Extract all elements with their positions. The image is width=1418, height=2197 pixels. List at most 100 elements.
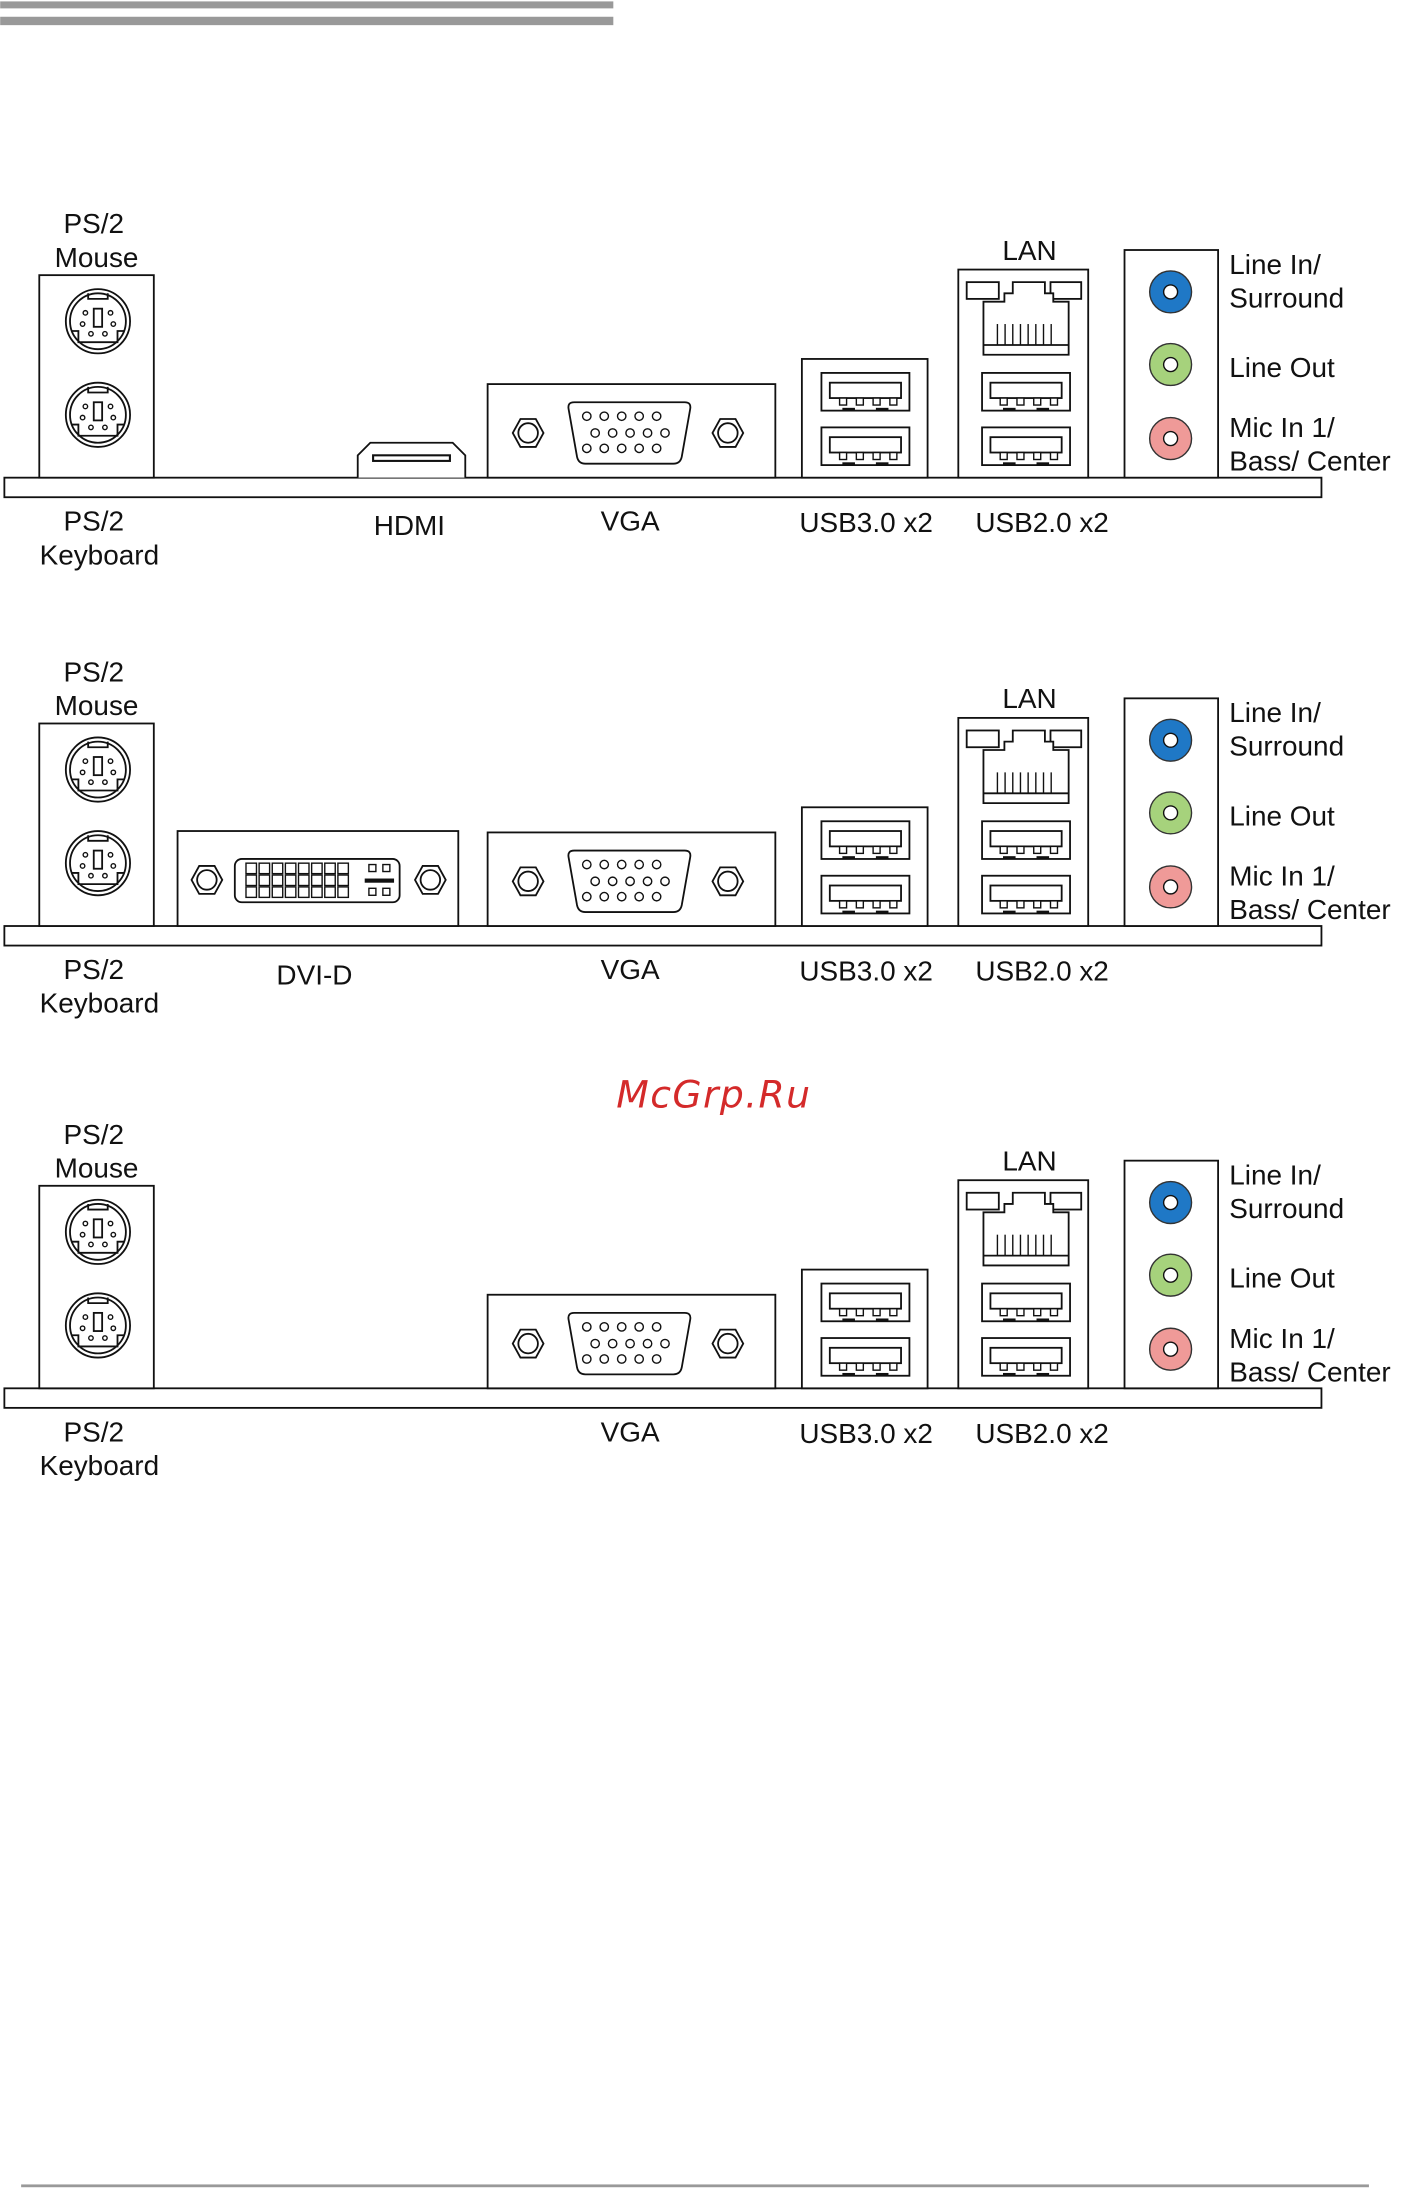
- vga-pin: [581, 891, 592, 902]
- ps2-pin: [110, 769, 117, 776]
- usb-pin: [1049, 451, 1059, 461]
- ps2-pin: [101, 779, 108, 786]
- screw-hole: [419, 869, 442, 891]
- dvi-pin: [324, 886, 336, 899]
- vga-pin: [590, 1338, 601, 1349]
- dvi-pin: [258, 862, 271, 875]
- usb-pin: [889, 451, 898, 461]
- screw-hole: [517, 422, 539, 444]
- ps2-keyboard-label: Keyboard: [40, 988, 160, 1019]
- screw-hex-icon: [711, 418, 745, 448]
- ps2-key: [71, 293, 125, 344]
- ps2-pin: [79, 414, 86, 421]
- dvi-pin: [271, 874, 284, 887]
- usb-latch: [875, 1318, 889, 1322]
- dvi-pin: [258, 874, 271, 887]
- usb-pin: [1033, 1308, 1042, 1317]
- ps2-pin: [101, 872, 108, 879]
- ps2-pin: [88, 1241, 94, 1248]
- usb-pin: [1049, 1308, 1059, 1317]
- vga-pin: [634, 1321, 645, 1332]
- usb-latch: [842, 910, 855, 914]
- usb-tongue: [828, 884, 902, 902]
- dvi-pin: [245, 874, 258, 887]
- usb-pin: [889, 1308, 898, 1317]
- usb-latch: [875, 856, 889, 859]
- ps2-keyboard-port: [64, 830, 131, 897]
- usb-pin: [999, 397, 1008, 406]
- dvi-pin: [297, 886, 310, 899]
- dvi-pin: [297, 874, 310, 887]
- usb-tongue: [989, 1346, 1063, 1365]
- vga-pin: [607, 876, 618, 887]
- usb-latch: [875, 462, 889, 466]
- jack-hole: [1162, 732, 1179, 748]
- usb-pin: [855, 1308, 865, 1317]
- ps2-pin: [107, 758, 114, 765]
- io-shield-baseline: [3, 1387, 1323, 1409]
- usb-tongue: [989, 830, 1063, 848]
- dvi-pin: [310, 862, 323, 875]
- usb-pin: [855, 451, 865, 461]
- usb-latch: [842, 1318, 855, 1322]
- usb3-port: [820, 874, 911, 915]
- screw-hole: [196, 869, 218, 891]
- ps2-pin: [101, 1335, 108, 1341]
- usb2-label: USB2.0 x2: [975, 955, 1108, 986]
- vga-pin: [581, 1354, 592, 1364]
- screw-hole: [717, 1332, 739, 1355]
- vga-pin: [642, 876, 653, 887]
- ps2-pin: [88, 1335, 94, 1341]
- vga-pin: [660, 428, 670, 438]
- usb2-port: [981, 1337, 1071, 1377]
- usb-pin: [999, 451, 1008, 461]
- usb-pin: [1049, 900, 1059, 909]
- vga-pin: [599, 443, 610, 454]
- usb-latch: [1003, 407, 1016, 411]
- usb-tongue: [989, 436, 1063, 454]
- usb-pin: [872, 1308, 881, 1317]
- surround-label: Surround: [1229, 731, 1344, 762]
- vga-pin: [616, 443, 627, 454]
- usb-pin: [889, 1362, 898, 1371]
- usb-pin: [889, 900, 898, 909]
- vga-pin: [590, 876, 601, 887]
- usb-pin: [872, 1362, 881, 1371]
- usb-tongue: [989, 1292, 1063, 1310]
- ps2-pin: [79, 863, 86, 869]
- ps2-center-key: [92, 849, 104, 870]
- vga-pin: [616, 1321, 627, 1332]
- ps2-key: [71, 835, 125, 886]
- ps2-inner-ring: [69, 740, 127, 799]
- vga-pin: [616, 891, 627, 902]
- vga-pin: [625, 1338, 635, 1349]
- usb-latch: [842, 407, 855, 411]
- dvi-label: DVI-D: [276, 960, 352, 991]
- usb-latch: [1003, 1318, 1016, 1322]
- vga-pin: [590, 428, 601, 438]
- line-out-label: Line Out: [1229, 800, 1335, 831]
- usb3-port: [820, 372, 911, 412]
- jack-hole: [1162, 1194, 1179, 1211]
- usb-pin: [1016, 451, 1025, 461]
- watermark: McGrp.Ru: [616, 1073, 811, 1117]
- usb-latch: [842, 462, 855, 466]
- ps2-pin: [88, 779, 94, 786]
- surround-label: Surround: [1229, 1193, 1344, 1224]
- usb2-port: [981, 372, 1071, 412]
- usb-pin: [872, 900, 881, 909]
- usb-pin: [838, 1308, 848, 1317]
- vga-pin: [642, 428, 653, 438]
- ps2-mouse-label: Mouse: [55, 690, 139, 721]
- ps2-pin: [110, 1231, 117, 1238]
- jack-hole: [1162, 356, 1179, 373]
- jack-hole: [1162, 1267, 1179, 1283]
- dvi-pin: [245, 862, 258, 875]
- ps2-pin: [110, 863, 117, 869]
- vga-pin: [607, 428, 618, 438]
- ps2-pin: [101, 330, 108, 337]
- usb-latch: [1003, 462, 1016, 466]
- ps2-pin: [110, 414, 117, 421]
- line-in-label: Line In/: [1229, 1159, 1321, 1190]
